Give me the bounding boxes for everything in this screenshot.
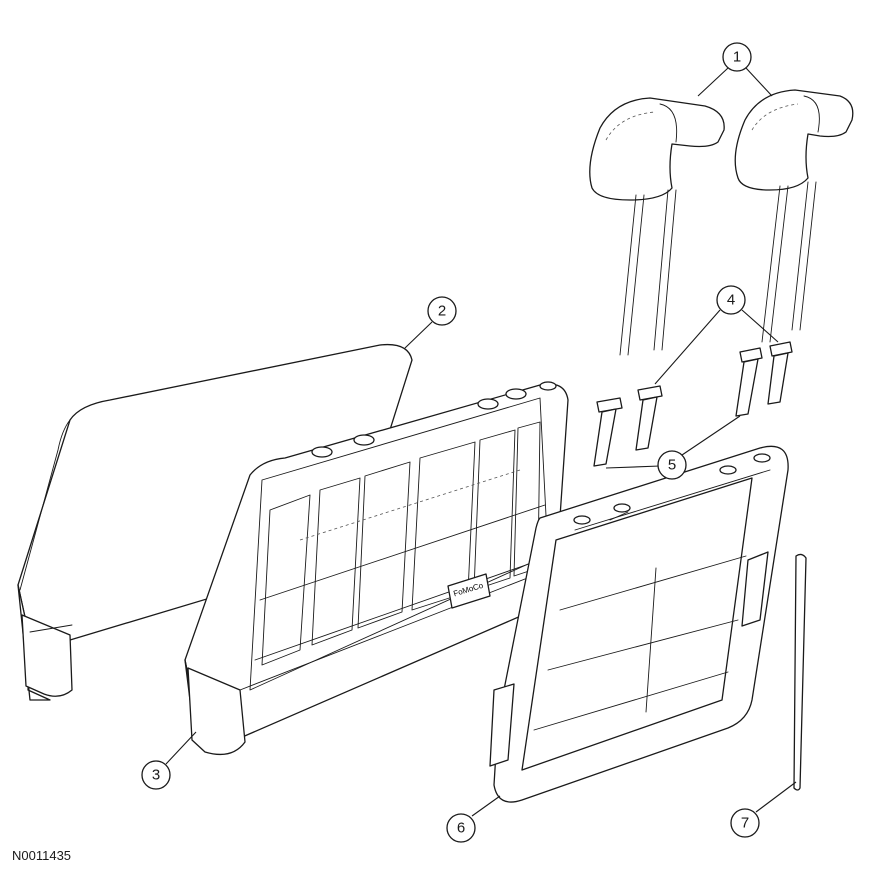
callout-6-label: 6: [457, 820, 465, 837]
callout-2-label: 2: [438, 303, 446, 320]
seat-back-cushion-pad: [17, 343, 413, 701]
headrest-right: [734, 89, 854, 343]
callout-5: 5: [605, 415, 741, 480]
fomoco-logo-tag: FoMoCo: [447, 573, 491, 609]
headrest-left: [589, 97, 725, 356]
callout-6: 6: [446, 795, 501, 843]
callout-1: 1: [697, 42, 773, 97]
callout-4: 4: [654, 285, 779, 385]
callout-3: 3: [141, 731, 197, 790]
callout-5-label: 5: [668, 457, 676, 474]
callout-1-label: 1: [733, 49, 741, 66]
callout-7-label: 7: [741, 815, 749, 832]
seat-back-frame: [489, 445, 789, 803]
callout-7: 7: [730, 781, 797, 838]
headrest-guide-sleeve-pair-5: [593, 347, 763, 467]
callout-3-label: 3: [152, 767, 160, 784]
trim-retainer-strip: [793, 553, 807, 791]
figure-id-label: N0011435: [12, 848, 72, 863]
headrest-guide-sleeve-pair-4: [635, 341, 793, 451]
callout-4-label: 4: [727, 292, 735, 309]
callout-2: 2: [404, 296, 457, 349]
